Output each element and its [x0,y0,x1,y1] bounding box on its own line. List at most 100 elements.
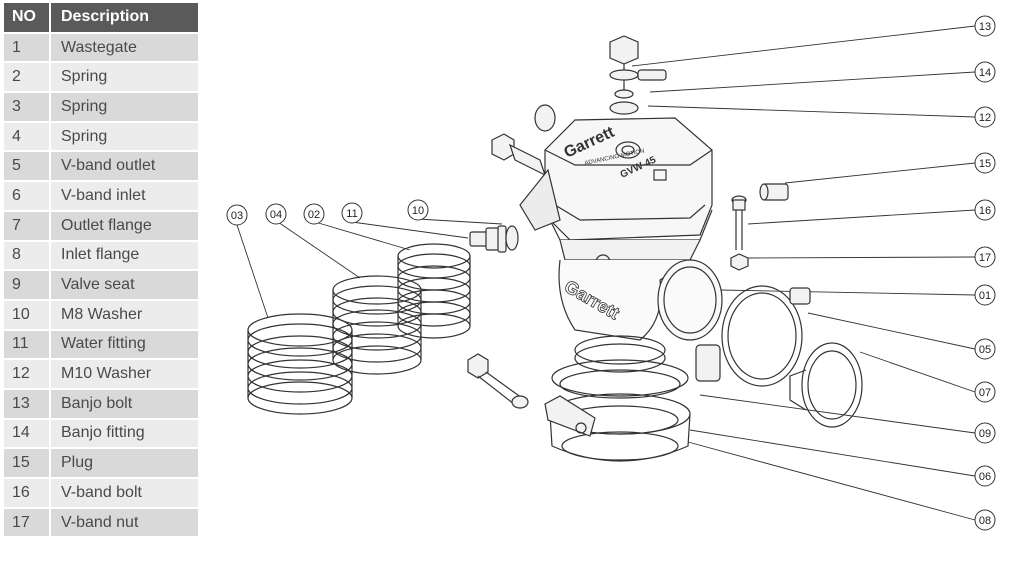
banjo-bolt-stack [609,35,667,115]
table-header-row: NO Description [4,3,198,34]
callout-10: 10 [407,199,429,221]
callout-label: 13 [979,21,991,33]
inlet-assembly [544,359,691,462]
row-no: 9 [4,270,51,301]
leader-lines [236,25,976,521]
callouts: 13 14 12 15 16 17 01 05 07 09 06 08 03 0… [226,15,996,531]
row-no: 5 [4,151,51,183]
callout-label: 02 [308,209,320,221]
row-description: Plug [50,448,198,479]
callout-label: 15 [979,158,991,170]
callout-17: 17 [974,246,996,268]
row-no: 2 [4,62,51,94]
callout-13: 13 [974,15,996,37]
callout-03: 03 [226,204,248,226]
row-description: Valve seat [50,270,198,301]
outlet-flange [789,342,863,428]
callout-label: 01 [979,290,991,302]
callout-label: 11 [346,208,357,220]
callout-16: 16 [974,199,996,221]
m8-washer [505,225,519,251]
callout-label: 07 [979,387,991,399]
row-no: 12 [4,359,51,390]
row-description: V-band outlet [50,151,198,183]
row-description: V-band inlet [50,181,198,212]
row-no: 7 [4,210,51,242]
plug-part [759,183,789,201]
row-no: 13 [4,388,51,420]
row-description: Wastegate [50,32,198,64]
water-fitting [469,225,507,253]
callout-label: 03 [231,210,243,222]
callout-label: 14 [979,67,991,79]
row-description: M10 Washer [50,359,198,390]
callout-08: 08 [974,509,996,531]
callout-label: 06 [979,471,991,483]
callout-label: 04 [270,209,282,221]
bolt-small [467,353,529,409]
row-no: 14 [4,418,51,450]
row-no: 8 [4,240,51,272]
row-no: 10 [4,299,51,331]
callout-11: 11 [341,202,363,224]
row-no: 17 [4,507,51,539]
row-description: Banjo bolt [50,388,198,420]
callout-07: 07 [974,381,996,403]
spring-03 [247,313,353,415]
row-description: Inlet flange [50,240,198,272]
row-no: 11 [4,329,51,361]
row-description: M8 Washer [50,299,198,331]
vband-clamp-outlet [695,285,811,387]
row-description: Spring [50,62,198,94]
row-description: V-band nut [50,507,198,539]
callout-02: 02 [303,203,325,225]
callout-label: 05 [979,344,991,356]
callout-label: 12 [979,112,991,124]
callout-14: 14 [974,61,996,83]
callout-label: 09 [979,428,991,440]
callout-label: 16 [979,205,991,217]
row-no: 6 [4,181,51,212]
callout-09: 09 [974,422,996,444]
callout-label: 08 [979,515,991,527]
callout-15: 15 [974,152,996,174]
callout-label: 17 [979,252,991,264]
row-description: V-band bolt [50,478,198,509]
row-description: Spring [50,92,198,123]
row-no: 16 [4,478,51,509]
wastegate-body: Garrett ADVANCING MOTION GVW-45 Garrett [491,104,723,373]
column-header-description: Description [50,3,198,34]
callout-05: 05 [974,338,996,360]
row-description: Outlet flange [50,210,198,242]
row-description: Water fitting [50,329,198,361]
callout-06: 06 [974,465,996,487]
row-no: 1 [4,32,51,64]
vband-bolt-nut [730,195,749,271]
callout-label: 10 [412,205,424,217]
row-no: 4 [4,121,51,153]
spring-04 [332,275,422,375]
row-no: 3 [4,92,51,123]
column-header-no: NO [4,3,51,34]
row-no: 15 [4,448,51,479]
callout-12: 12 [974,106,996,128]
row-description: Spring [50,121,198,153]
callout-04: 04 [265,203,287,225]
